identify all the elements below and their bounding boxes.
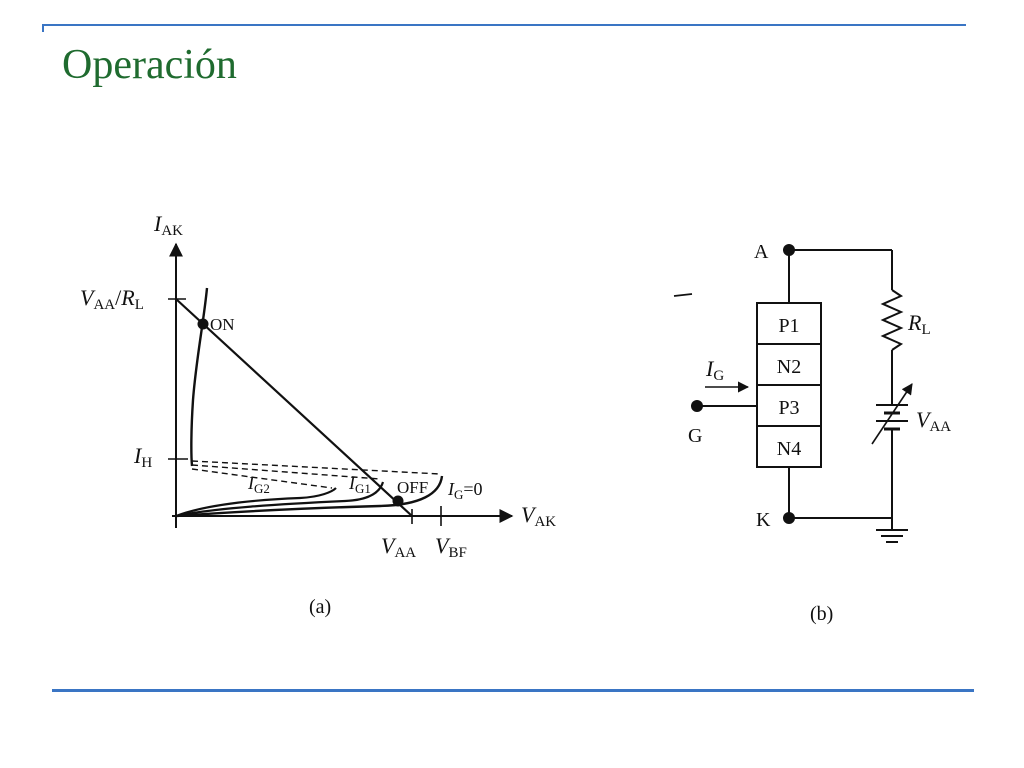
top-rule-tick — [42, 24, 44, 32]
dashed-region-2 — [191, 464, 381, 480]
vi-characteristic-graph: IAK VAK VAA/RL IH VAA VBF — [80, 211, 556, 618]
off-point — [392, 495, 404, 507]
layer-p3: P3 — [778, 397, 799, 419]
on-point — [197, 318, 209, 330]
bottom-rule — [52, 689, 974, 692]
variable-source-arrow — [871, 383, 913, 445]
caption-b: (b) — [810, 603, 833, 625]
resistor-label: RL — [907, 310, 931, 338]
curve-ig2-label: IG2 — [247, 473, 270, 496]
curve-ig1 — [175, 481, 385, 518]
layer-p1: P1 — [778, 315, 799, 337]
y-axis-label: IAK — [153, 211, 183, 239]
source-label: VAA — [916, 407, 951, 435]
x-tick-supply-label: VAA — [381, 533, 416, 561]
load-line — [175, 298, 413, 517]
curve-ig1-label: IG1 — [348, 473, 371, 496]
caption-a: (a) — [309, 596, 331, 618]
slide-title: Operación — [62, 42, 237, 88]
gate-label: G — [688, 425, 702, 447]
load-resistor — [880, 289, 904, 351]
x-tick-breakover-label: VBF — [435, 533, 467, 561]
y-tick-holding-label: IH — [133, 443, 152, 471]
x-axis-label: VAK — [521, 502, 556, 530]
dashed-region-1 — [191, 460, 441, 475]
stray-mark — [673, 293, 693, 297]
layer-n4: N4 — [777, 438, 801, 460]
scr-circuit: A P1 N2 P3 N4 G IG K RL — [673, 241, 951, 625]
cathode-label: K — [756, 509, 771, 531]
anode-label: A — [754, 241, 769, 263]
layer-n2: N2 — [777, 356, 801, 378]
y-tick-load-intercept-label: VAA/RL — [80, 285, 144, 313]
curve-ig0 — [175, 475, 444, 518]
on-state-curve — [190, 287, 209, 467]
gate-current-label: IG — [705, 356, 724, 384]
dashed-region-3 — [191, 468, 333, 489]
on-point-label: ON — [210, 315, 235, 334]
top-rule — [44, 24, 966, 26]
curve-ig0-label: IG=0 — [447, 479, 483, 502]
curve-ig2 — [175, 487, 337, 518]
off-point-label: OFF — [397, 478, 428, 497]
